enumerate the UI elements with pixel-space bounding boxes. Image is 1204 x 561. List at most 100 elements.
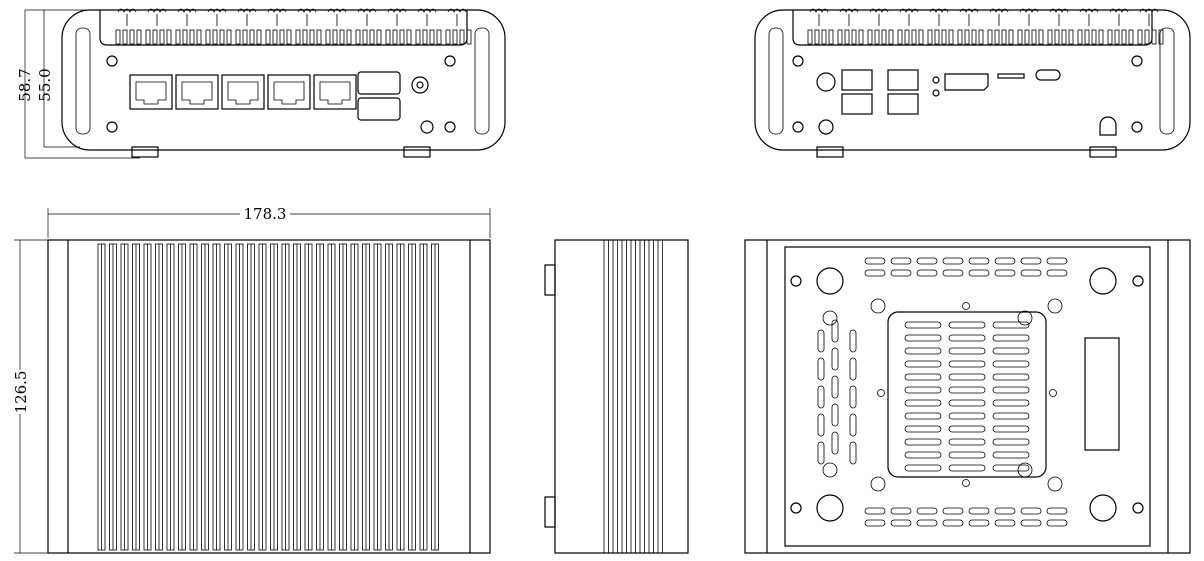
vent-slot	[916, 269, 938, 277]
vent-frame	[887, 311, 1047, 478]
mounting-hole	[1047, 298, 1063, 314]
fin-top	[1079, 8, 1099, 26]
vent-slot	[992, 451, 1030, 459]
fin	[964, 29, 970, 45]
led-icon	[932, 89, 940, 97]
fin	[1038, 29, 1044, 45]
vent-slot	[942, 519, 964, 527]
vent-slot	[948, 373, 986, 381]
vent-slot	[942, 269, 964, 277]
rubber-foot	[816, 494, 844, 522]
vent-slot	[904, 425, 942, 433]
fin-top	[267, 8, 287, 26]
fin	[436, 29, 442, 45]
vent-slot	[994, 519, 1016, 527]
fin	[821, 29, 827, 45]
vent-slot	[948, 321, 986, 329]
vent-slot	[1020, 257, 1042, 265]
fin	[844, 29, 850, 45]
top-heatsink-fins	[97, 243, 439, 551]
lan-port	[313, 74, 357, 110]
vent-slot	[968, 257, 990, 265]
fin	[1158, 29, 1164, 45]
fin	[212, 29, 218, 45]
vent-slot	[948, 386, 986, 394]
vent-slot	[992, 386, 1030, 394]
screw-icon	[106, 55, 118, 67]
fin	[1017, 29, 1023, 45]
fin-top	[327, 8, 347, 26]
fin	[242, 29, 248, 45]
rear-foot-left	[816, 146, 844, 158]
fin	[302, 29, 308, 45]
rubber-foot	[1089, 267, 1117, 295]
screw-icon	[790, 502, 802, 514]
fin	[1107, 29, 1113, 45]
fin	[1054, 29, 1060, 45]
fin	[927, 29, 933, 45]
screw-icon	[792, 55, 804, 67]
vent-slot	[968, 519, 990, 527]
fin	[837, 29, 843, 45]
lan-port-socket	[319, 81, 351, 105]
screw-icon	[444, 121, 456, 133]
fin	[399, 29, 405, 45]
fin	[466, 29, 472, 45]
fin	[1068, 29, 1074, 45]
fin	[1151, 29, 1157, 45]
fin	[406, 29, 412, 45]
bottom-outline	[744, 239, 1191, 554]
screw-icon	[1132, 502, 1144, 514]
side-foot-top	[544, 264, 556, 296]
fin	[904, 29, 910, 45]
vent-slot	[992, 438, 1030, 446]
screw-icon	[962, 479, 970, 487]
fin	[874, 29, 880, 45]
vent-slot	[992, 334, 1030, 342]
dim-label-bg	[240, 205, 290, 223]
fin	[392, 29, 398, 45]
fin	[459, 29, 465, 45]
vent-slot	[817, 357, 825, 381]
fin	[316, 29, 322, 45]
fin	[971, 29, 977, 45]
fin-top	[1049, 8, 1069, 26]
fin	[339, 29, 345, 45]
screw-icon	[1131, 55, 1143, 67]
fin-top	[357, 8, 377, 26]
screw-icon	[106, 121, 118, 133]
fin	[332, 29, 338, 45]
fin	[175, 29, 181, 45]
usb-port-2	[841, 93, 873, 115]
rear-view	[754, 8, 1191, 158]
vent-slot	[1046, 519, 1068, 527]
vent-slot	[994, 269, 1016, 277]
vent-slot	[948, 412, 986, 420]
fin	[445, 29, 451, 45]
side-foot-bottom	[544, 496, 556, 528]
vent-slot	[831, 403, 839, 427]
fin	[1144, 29, 1150, 45]
mounting-hole	[870, 298, 886, 314]
bottom-feet	[816, 267, 1117, 522]
vent-slot	[942, 257, 964, 265]
vent-slot	[916, 519, 938, 527]
vent-slot	[817, 385, 825, 409]
vent-slot	[948, 334, 986, 342]
vent-slot	[904, 321, 942, 329]
fin	[189, 29, 195, 45]
vent-slot	[992, 373, 1030, 381]
fin	[369, 29, 375, 45]
fin-top	[207, 8, 227, 26]
vent-slot	[864, 519, 886, 527]
rear-chassis-outline	[754, 9, 1191, 151]
fin	[265, 29, 271, 45]
side-outline	[554, 239, 689, 554]
mounting-hole	[1017, 462, 1033, 478]
screw-icon	[792, 121, 804, 133]
vent-slot	[817, 329, 825, 353]
fin	[978, 29, 984, 45]
fin	[1001, 29, 1007, 45]
fin	[911, 29, 917, 45]
vent-slot	[948, 399, 986, 407]
